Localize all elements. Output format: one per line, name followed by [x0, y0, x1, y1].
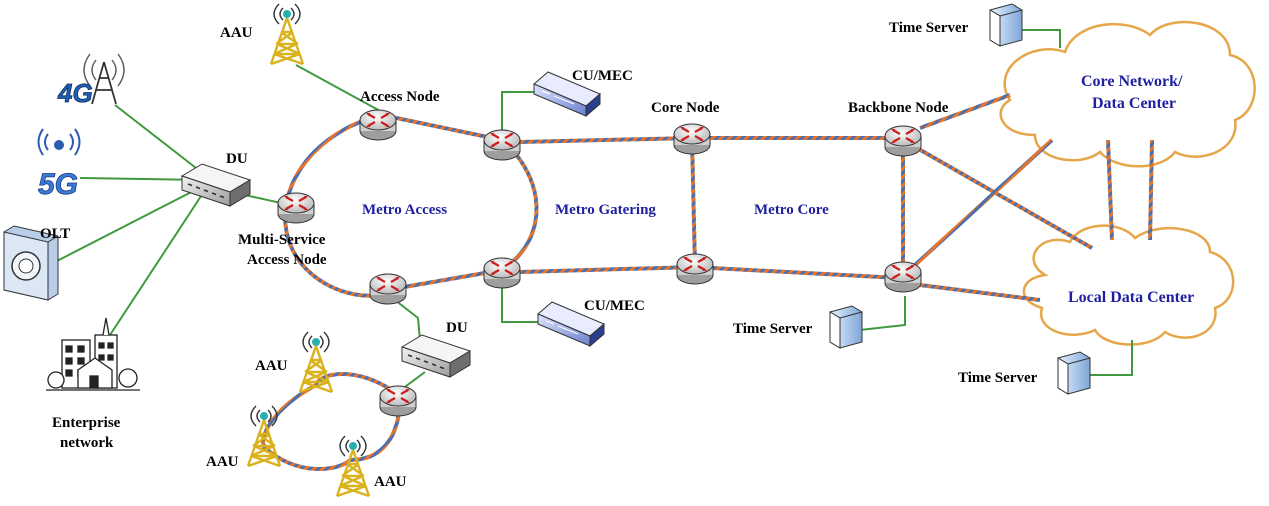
aau-ring-left-icon — [298, 330, 334, 394]
enterprise-label-line1: Enterprise — [52, 415, 121, 431]
badge-5g: 5G — [38, 168, 78, 201]
aau-ring-left-label: AAU — [255, 358, 288, 374]
backbone-node-label: Backbone Node — [848, 100, 949, 116]
olt-label: OLT — [40, 226, 70, 242]
enterprise-label-line2: network — [60, 435, 114, 451]
cu-mec-bottom-label: CU/MEC — [584, 298, 645, 314]
tower-4g-icon — [83, 53, 125, 105]
du-bottom-label: DU — [446, 320, 468, 336]
enterprise-buildings-icon — [46, 317, 140, 391]
local-data-center-cloud — [1022, 224, 1235, 346]
signal-5g-icon — [37, 128, 81, 156]
aau-top-icon — [269, 2, 305, 66]
du-box-bottom — [401, 334, 471, 378]
badge-4g: 4G — [57, 78, 93, 108]
core-node-router — [672, 122, 712, 156]
core-router-bottom — [675, 252, 715, 286]
time-server-middle-label: Time Server — [733, 321, 813, 337]
metro-access-label: Metro Access — [362, 202, 447, 218]
aau-top-label: AAU — [220, 25, 253, 41]
metro-access-router-bottom — [368, 272, 408, 306]
core-cloud-label-line1: Core Network/ — [1081, 73, 1183, 90]
du-top-label: DU — [226, 151, 248, 167]
core-node-label: Core Node — [651, 100, 720, 116]
aau-ring-bottom-left-label: AAU — [206, 454, 239, 470]
time-server-top-label: Time Server — [889, 20, 969, 36]
olt-icon — [3, 225, 59, 301]
metro-router-top — [482, 128, 522, 162]
local-data-center-label: Local Data Center — [1068, 289, 1194, 306]
cu-mec-top-label: CU/MEC — [572, 68, 633, 84]
aau-ring-bottom-right-label: AAU — [374, 474, 407, 490]
access-node-label: Access Node — [360, 89, 440, 105]
time-server-bottom-label: Time Server — [958, 370, 1038, 386]
du-box-top — [181, 163, 251, 207]
aau-ring-router — [378, 384, 418, 418]
time-server-top-icon — [989, 3, 1023, 47]
msan-label-line2: Access Node — [247, 252, 327, 268]
core-network-cloud — [999, 20, 1256, 168]
time-server-bottom-icon — [1057, 351, 1091, 395]
time-server-middle-icon — [829, 305, 863, 349]
fiber-links — [261, 93, 1154, 472]
backbone-router-bottom — [883, 260, 923, 294]
metro-router-bottom — [482, 256, 522, 290]
core-cloud-label-line2: Data Center — [1092, 95, 1176, 112]
metro-gathering-label: Metro Gatering — [555, 202, 656, 218]
multi-service-access-node-router — [276, 191, 316, 225]
metro-access-ring — [283, 113, 389, 298]
metro-core-label: Metro Core — [754, 202, 829, 218]
access-node-router — [358, 108, 398, 142]
backbone-node-router — [883, 124, 923, 158]
msan-label-line1: Multi-Service — [238, 232, 326, 248]
